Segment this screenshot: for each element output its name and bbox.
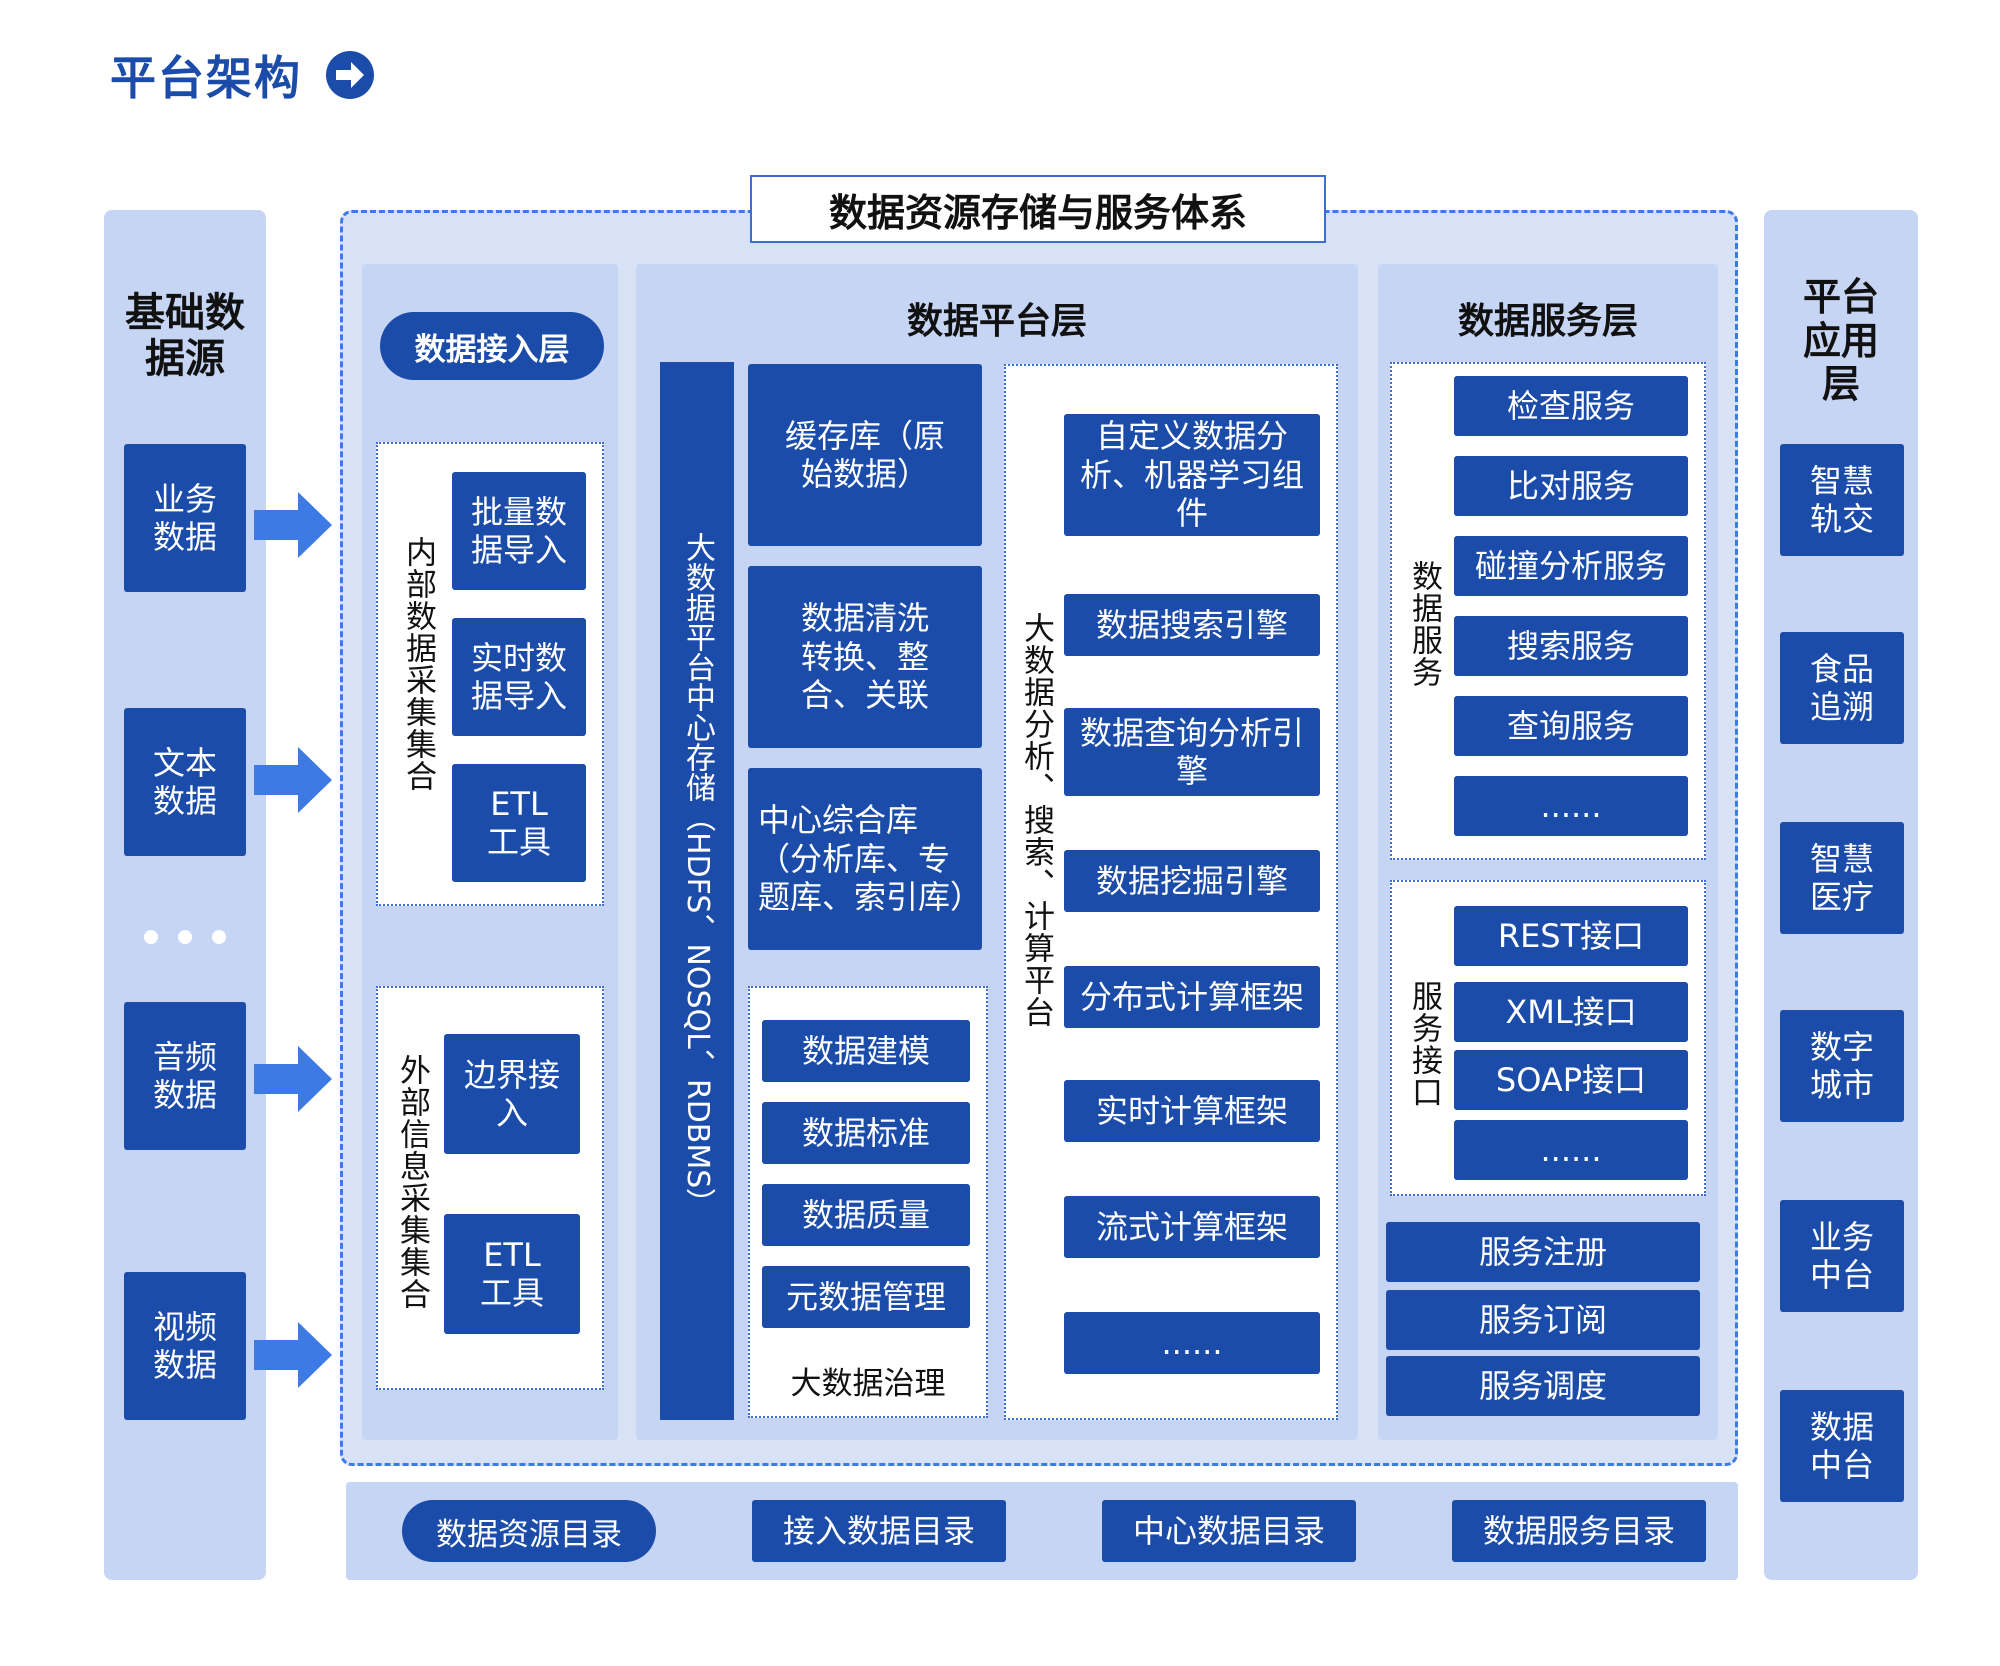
access-layer-title: 数据接入层 <box>380 312 604 380</box>
compute-item: 数据搜索引擎 <box>1064 594 1320 656</box>
governance-label: 大数据治理 <box>790 1366 946 1402</box>
ellipsis-dot <box>212 930 226 944</box>
service-schedule: 服务调度 <box>1386 1356 1700 1416</box>
page-title: 平台架构 <box>110 51 302 105</box>
external-collection-label: 外部信息采集集合 <box>394 1054 430 1310</box>
compute-item: 自定义数据分析、机器学习组件 <box>1064 414 1320 536</box>
app-smart-medical: 智慧医疗 <box>1780 822 1904 934</box>
arrow-right-icon <box>254 492 332 558</box>
arrow-right-icon <box>254 1322 332 1388</box>
interface-item: XML接口 <box>1454 982 1688 1042</box>
arrow-right-icon <box>254 1046 332 1112</box>
data-service-item: 查询服务 <box>1454 696 1688 756</box>
central-store-box: 中心综合库（分析库、专题库、索引库） <box>748 768 982 950</box>
compute-item: 数据查询分析引擎 <box>1064 708 1320 796</box>
internal-collection-label: 内部数据采集集合 <box>400 536 436 792</box>
external-etl-tool-box: ETL工具 <box>444 1214 580 1334</box>
governance-item-quality: 数据质量 <box>762 1184 970 1246</box>
source-business-data: 业务数据 <box>124 444 246 592</box>
center-storage-label: 大数据平台中心存储（HDFS、NOSQL、RDBMS） <box>680 532 715 1219</box>
service-interface-label: 服务接口 <box>1406 980 1442 1108</box>
base-data-source-title: 基础数据源 <box>125 290 245 382</box>
data-service-label: 数据服务 <box>1406 560 1442 688</box>
compute-item: 流式计算框架 <box>1064 1196 1320 1258</box>
interface-item: ...... <box>1454 1120 1688 1180</box>
catalog-data-resources: 数据资源目录 <box>402 1500 656 1562</box>
app-smart-transit: 智慧轨交 <box>1780 444 1904 556</box>
arrow-right-icon <box>254 747 332 813</box>
app-data-middle-platform: 数据中台 <box>1780 1390 1904 1502</box>
arrow-right-circle-icon <box>325 50 375 100</box>
source-text-data: 文本数据 <box>124 708 246 856</box>
realtime-import-box: 实时数据导入 <box>452 618 586 736</box>
governance-item-modeling: 数据建模 <box>762 1020 970 1082</box>
compute-item: 实时计算框架 <box>1064 1080 1320 1142</box>
data-service-item: ...... <box>1454 776 1688 836</box>
source-video-data: 视频数据 <box>124 1272 246 1420</box>
system-title: 数据资源存储与服务体系 <box>750 175 1326 243</box>
data-service-item: 搜索服务 <box>1454 616 1688 676</box>
data-service-item: 检查服务 <box>1454 376 1688 436</box>
batch-import-box: 批量数据导入 <box>452 472 586 590</box>
catalog-center-data: 中心数据目录 <box>1102 1500 1356 1562</box>
service-register: 服务注册 <box>1386 1222 1700 1282</box>
data-cleansing-box: 数据清洗转换、整合、关联 <box>748 566 982 748</box>
service-subscribe: 服务订阅 <box>1386 1290 1700 1350</box>
ellipsis-dot <box>144 930 158 944</box>
source-audio-data: 音频数据 <box>124 1002 246 1150</box>
compute-item: 分布式计算框架 <box>1064 966 1320 1028</box>
interface-item: REST接口 <box>1454 906 1688 966</box>
compute-platform-label: 大数据分析、搜索、计算平台 <box>1018 612 1054 1028</box>
boundary-access-box: 边界接入 <box>444 1034 580 1154</box>
data-service-item: 比对服务 <box>1454 456 1688 516</box>
interface-item: SOAP接口 <box>1454 1050 1688 1110</box>
catalog-access-data: 接入数据目录 <box>752 1500 1006 1562</box>
center-storage-column: 大数据平台中心存储（HDFS、NOSQL、RDBMS） <box>660 362 734 1420</box>
platform-layer-title: 数据平台层 <box>906 301 1087 342</box>
etl-tool-box: ETL工具 <box>452 764 586 882</box>
service-layer-title: 数据服务层 <box>1457 301 1638 342</box>
governance-item-standard: 数据标准 <box>762 1102 970 1164</box>
data-service-item: 碰撞分析服务 <box>1454 536 1688 596</box>
app-food-traceability: 食品追溯 <box>1780 632 1904 744</box>
compute-item: 数据挖掘引擎 <box>1064 850 1320 912</box>
catalog-data-service: 数据服务目录 <box>1452 1500 1706 1562</box>
app-digital-city: 数字城市 <box>1780 1010 1904 1122</box>
app-business-middle-platform: 业务中台 <box>1780 1200 1904 1312</box>
ellipsis-dot <box>178 930 192 944</box>
governance-item-metadata: 元数据管理 <box>762 1266 970 1328</box>
compute-item: ...... <box>1064 1312 1320 1374</box>
cache-store-box: 缓存库（原始数据） <box>748 364 982 546</box>
application-layer-title: 平台应用层 <box>1802 275 1879 407</box>
